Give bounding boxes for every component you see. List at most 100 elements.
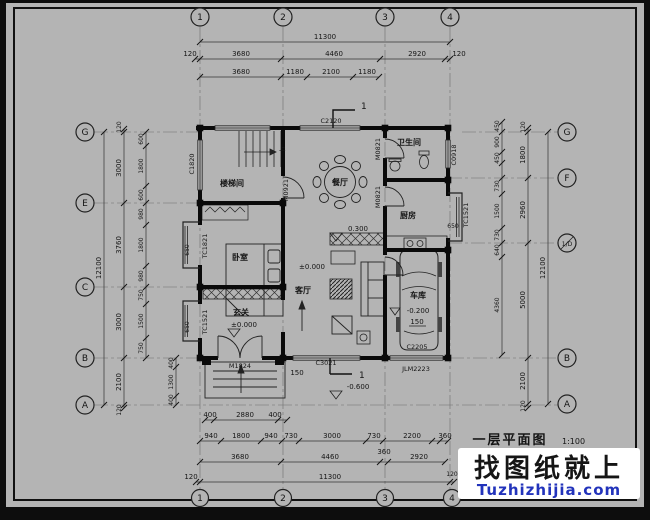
opening-label-m0821-bath: M0821 bbox=[374, 138, 382, 160]
axis-grid bbox=[94, 27, 558, 492]
dim-label: 640 bbox=[494, 244, 501, 256]
axis-bubble-top-2: 2 bbox=[280, 13, 286, 23]
windows bbox=[182, 125, 463, 361]
dim-label: 450 bbox=[494, 152, 501, 164]
room-label-living: 客厅 bbox=[294, 285, 311, 295]
bay-dim-tc1821: 650 bbox=[184, 244, 191, 256]
dim-label: 120 bbox=[183, 50, 196, 58]
car bbox=[396, 249, 442, 351]
dim-label: 1180 bbox=[358, 68, 376, 76]
axis-bubble-right-f: F bbox=[564, 174, 569, 184]
bay-dim-tc1521-right: 650 bbox=[447, 223, 459, 230]
dim-label: 1500 bbox=[494, 203, 501, 218]
dim-label: 120 bbox=[446, 471, 458, 478]
dim-label: 3680 bbox=[232, 50, 250, 58]
axis-bubble-left-a: A bbox=[82, 401, 89, 411]
opening-label-m0921: M0921 bbox=[282, 179, 290, 201]
dim-label: 3000 bbox=[323, 432, 341, 440]
section-marks bbox=[329, 109, 355, 375]
dim-label: 400 bbox=[168, 394, 175, 406]
dim-label: 980 bbox=[138, 208, 145, 220]
opening-label-tc1521-left: TC1521 bbox=[201, 310, 209, 336]
opening-label-tc1821: TC1821 bbox=[201, 234, 209, 260]
dim-label: 730 bbox=[367, 432, 380, 440]
drawing-scale: 1:100 bbox=[562, 437, 585, 446]
dining-table bbox=[312, 155, 368, 209]
dim-label: 2880 bbox=[236, 411, 254, 419]
axis-bubble-top-4: 4 bbox=[447, 13, 453, 23]
dim-label: 1800 bbox=[138, 158, 145, 173]
room-label-bath: 卫生间 bbox=[397, 137, 421, 147]
dim-label: 400 bbox=[268, 411, 281, 419]
dim-label: 400 bbox=[168, 357, 175, 369]
dim-label: 980 bbox=[138, 270, 145, 282]
opening-label-tc1521-right: TC1521 bbox=[462, 203, 470, 229]
room-label-entry: 玄关 bbox=[233, 307, 249, 317]
axis-bubble-bottom-1: 1 bbox=[197, 494, 203, 504]
opening-label-c2120: C2120 bbox=[320, 117, 341, 125]
bay-dim-tc1521-left: 650 bbox=[184, 321, 191, 333]
watermark-site: Tuzhizhijia.com bbox=[477, 481, 621, 499]
living-furniture bbox=[298, 250, 385, 345]
drawing-title: 一层平面图 bbox=[472, 433, 547, 448]
opening-label-m0821-kitchen: M0821 bbox=[374, 186, 382, 208]
axis-bubbles bbox=[75, 7, 577, 508]
axis-bubble-left-b: B bbox=[82, 354, 88, 364]
section-label-top: 1 bbox=[361, 102, 367, 112]
dim-label: 360 bbox=[377, 448, 390, 456]
level-outside: -0.600 bbox=[347, 383, 370, 391]
dim-label: 1500 bbox=[138, 313, 145, 328]
dim-label: 450 bbox=[494, 120, 501, 132]
dim-label: 900 bbox=[494, 136, 501, 148]
opening-label-c3021: C3021 bbox=[315, 359, 336, 367]
dim-label: 750 bbox=[138, 342, 145, 354]
dim-label: 1800 bbox=[519, 146, 527, 164]
dim-label: 600 bbox=[138, 133, 145, 145]
dim-label: 2920 bbox=[410, 453, 428, 461]
dim-label: 120 bbox=[520, 121, 527, 133]
dim-label: 2920 bbox=[408, 50, 426, 58]
dim-label: 3000 bbox=[115, 159, 123, 177]
opening-label-c2205: C2205 bbox=[406, 343, 427, 351]
axis-bubble-right-a: A bbox=[564, 400, 571, 410]
column-markers bbox=[196, 124, 452, 362]
dim-label: 750 bbox=[138, 289, 145, 301]
level-garage: -0.200 bbox=[407, 307, 430, 315]
dim-label: 120 bbox=[520, 400, 527, 412]
dim-label: 3000 bbox=[115, 313, 123, 331]
doors bbox=[217, 138, 405, 359]
opening-label-c0918: C0918 bbox=[450, 144, 458, 165]
dim-label: 120 bbox=[184, 473, 197, 481]
dim-label: 730 bbox=[494, 180, 501, 192]
level-entry-step: 150 bbox=[290, 369, 303, 377]
level-entry: ±0.000 bbox=[231, 321, 257, 329]
dim-label: 730 bbox=[284, 432, 297, 440]
dim-label: 600 bbox=[138, 189, 145, 201]
stair-up-label: 上 bbox=[279, 143, 286, 152]
dim-label: 4460 bbox=[321, 453, 339, 461]
watermark-box bbox=[458, 448, 640, 499]
opening-label-m1824: M1824 bbox=[229, 362, 251, 370]
dim-label: 360 bbox=[438, 432, 451, 440]
dim-label: 12100 bbox=[95, 257, 103, 279]
room-label-stair: 楼梯间 bbox=[220, 178, 244, 188]
axis-bubble-bottom-2: 2 bbox=[280, 494, 286, 504]
dim-label: 3760 bbox=[115, 236, 123, 254]
level-living: ±0.000 bbox=[299, 263, 325, 271]
axis-bubble-right-d: 1/D bbox=[562, 241, 573, 248]
dim-label: 1800 bbox=[232, 432, 250, 440]
dim-label: 2100 bbox=[519, 372, 527, 390]
dim-label: 1800 bbox=[138, 237, 145, 252]
opening-label-c1820: C1820 bbox=[188, 153, 196, 174]
axis-bubble-bottom-3: 3 bbox=[382, 494, 388, 504]
room-label-kitchen: 厨房 bbox=[400, 210, 416, 220]
porch-steps bbox=[202, 356, 286, 399]
watermark-cn: 找图纸就上 bbox=[474, 453, 624, 484]
dim-label: 4360 bbox=[494, 297, 501, 312]
dim-label: 120 bbox=[452, 50, 465, 58]
axis-bubble-bottom-4: 4 bbox=[449, 494, 455, 504]
axis-bubble-left-c: C bbox=[82, 283, 88, 293]
dim-label: 11300 bbox=[319, 473, 341, 481]
dim-label: 2100 bbox=[115, 373, 123, 391]
